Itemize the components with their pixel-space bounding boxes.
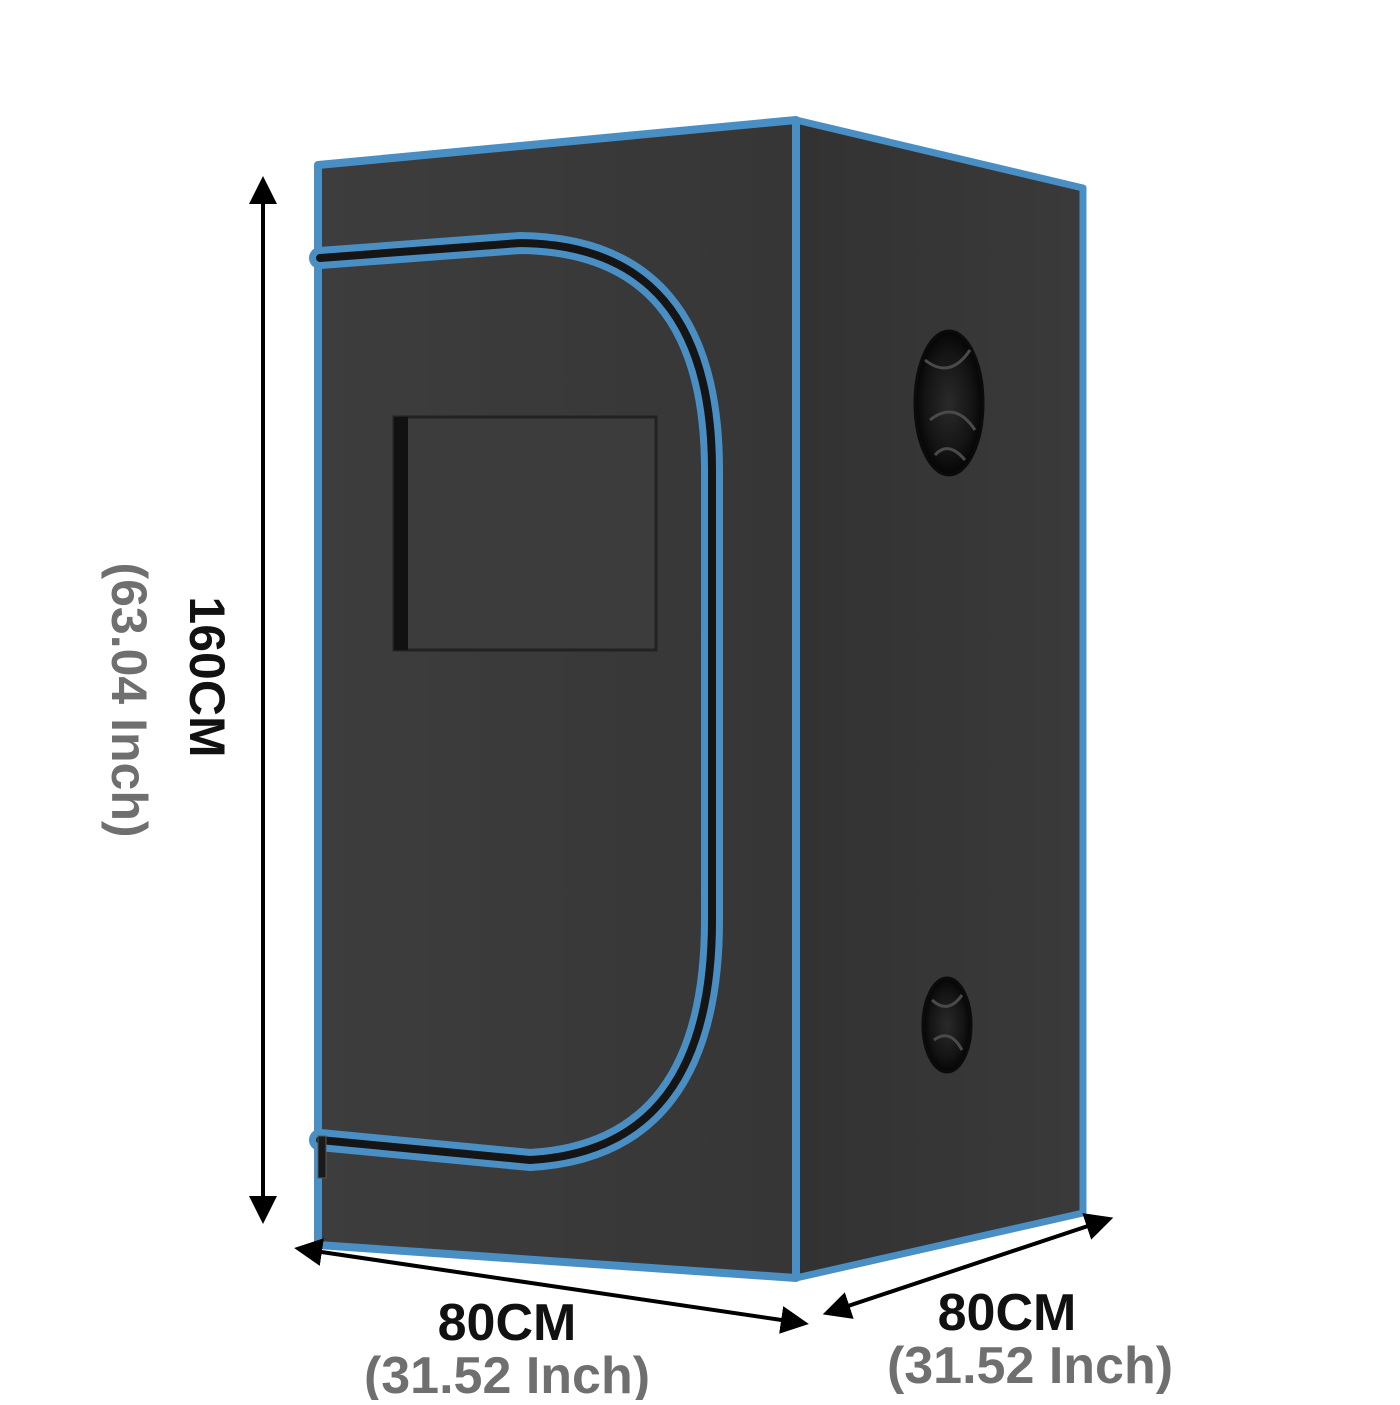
side-vent-port-upper <box>913 329 985 477</box>
zipper-pull <box>317 1135 327 1179</box>
door-zipper <box>316 238 716 1165</box>
depth-imperial-label: (31.52 Inch) <box>887 1337 1173 1395</box>
viewing-window <box>392 415 658 652</box>
depth-arrow <box>822 1213 1114 1319</box>
viewing-window-edge <box>394 417 408 650</box>
tent-side-panel <box>792 116 1087 1282</box>
depth-metric-label: 80CM <box>938 1284 1077 1342</box>
side-vent-port-lower <box>921 976 973 1074</box>
height-imperial-label: (63.04 Inch) <box>101 562 157 837</box>
tent-front-panel <box>314 116 800 1282</box>
width-imperial-label: (31.52 Inch) <box>364 1347 650 1400</box>
height-metric-label: 160CM <box>179 596 235 757</box>
width-arrow <box>294 1238 809 1334</box>
width-metric-label: 80CM <box>438 1294 577 1352</box>
